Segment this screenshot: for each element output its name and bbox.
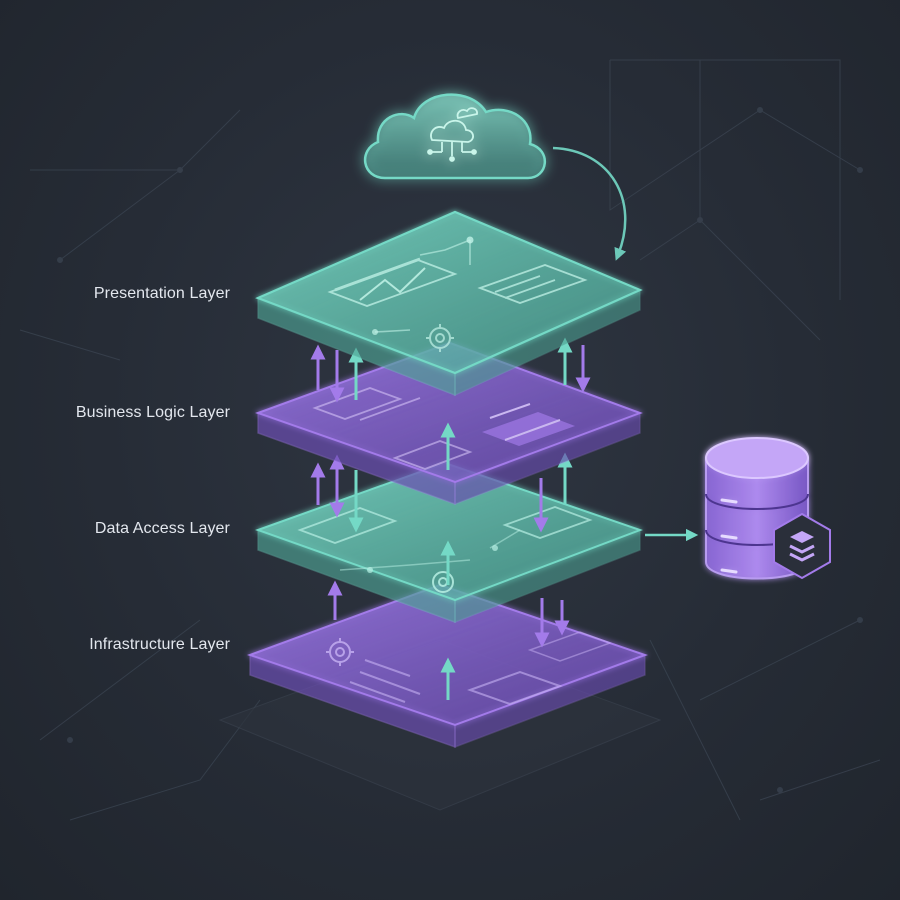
stacked-layers-icon: [773, 512, 831, 580]
business-logic-layer-label: Business Logic Layer: [75, 404, 230, 421]
flow-chart-icon: [312, 387, 473, 470]
data-panel-icon: [482, 403, 575, 446]
form-panel-icon: [477, 264, 588, 304]
browser-window-icon: [327, 257, 458, 307]
cloud-to-presentation-arrow: [552, 146, 627, 261]
gear-icon: [326, 638, 354, 666]
cloud-network-icon: [363, 93, 547, 180]
infrastructure-layer-label: Infrastructure Layer: [89, 636, 230, 653]
text-lines-icon: [349, 659, 421, 703]
data-access-layer-label: Data Access Layer: [94, 520, 230, 537]
gear-icon: [426, 324, 454, 352]
connector-arrows-upper: [310, 337, 591, 470]
panel-icon: [502, 506, 593, 539]
line-chart-icon: [359, 267, 426, 301]
connector-arrows-lower: [327, 580, 570, 700]
presentation-layer: [255, 210, 643, 397]
presentation-layer-label: Presentation Layer: [93, 285, 230, 302]
connector-arrows-middle: [310, 452, 573, 585]
box-icon: [467, 670, 563, 706]
